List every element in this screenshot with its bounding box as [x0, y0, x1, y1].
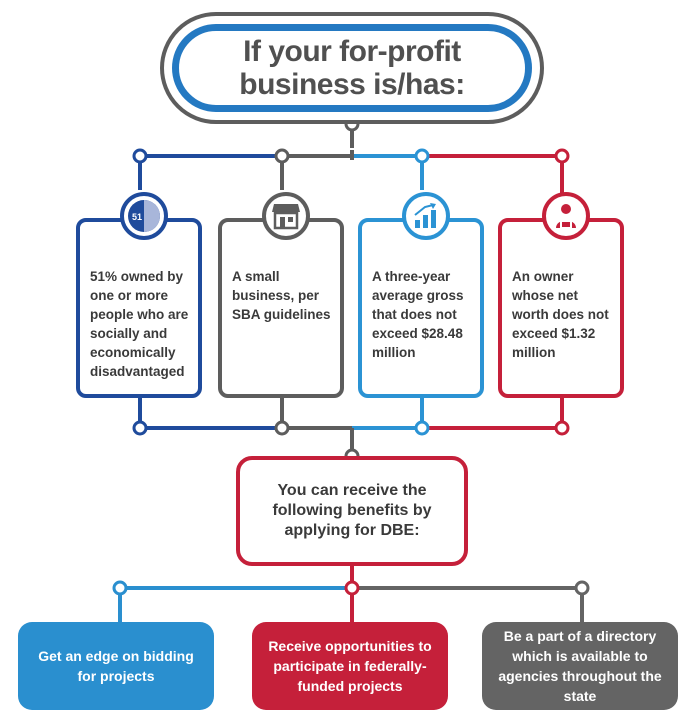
benefit-text: Get an edge on bidding for projects: [38, 648, 194, 684]
title-text: If your for-profit business is/has:: [239, 35, 465, 101]
connector-node: [112, 580, 128, 596]
criterion-card-ownership: 51 51% owned by one or more people who a…: [76, 192, 202, 398]
connector-node: [414, 148, 430, 164]
person-icon: [542, 192, 590, 240]
connector-node: [554, 148, 570, 164]
connector-node: [274, 420, 290, 436]
growth-chart-icon: [402, 192, 450, 240]
criterion-text: A small business, per SBA guidelines: [232, 269, 331, 322]
benefit-box-federal-projects: Receive opportunities to participate in …: [252, 622, 448, 710]
benefit-text: Receive opportunities to participate in …: [268, 638, 432, 694]
connector-node: [574, 580, 590, 596]
benefit-box-directory: Be a part of a directory which is availa…: [482, 622, 678, 710]
criterion-text: An owner whose net worth does not exceed…: [512, 269, 609, 360]
connector-node: [554, 420, 570, 436]
benefits-intro-box: You can receive the following benefits b…: [236, 456, 468, 566]
connector-node: [132, 420, 148, 436]
benefit-text: Be a part of a directory which is availa…: [498, 628, 662, 704]
criterion-text: 51% owned by one or more people who are …: [90, 269, 189, 379]
criterion-card-small-business: A small business, per SBA guidelines: [218, 192, 344, 398]
benefits-intro-text: You can receive the following benefits b…: [272, 482, 432, 539]
criterion-card-net-worth: An owner whose net worth does not exceed…: [498, 192, 624, 398]
pie-chart-label: 51: [132, 212, 142, 222]
criterion-text: A three-year average gross that does not…: [372, 269, 464, 360]
storefront-icon: [262, 192, 310, 240]
pie-chart-icon: 51: [120, 192, 168, 240]
title-inner-border: If your for-profit business is/has:: [172, 24, 532, 112]
title-box: If your for-profit business is/has:: [160, 12, 544, 124]
connector-node: [344, 580, 360, 596]
connector-node: [414, 420, 430, 436]
connector-node: [132, 148, 148, 164]
benefit-box-bidding: Get an edge on bidding for projects: [18, 622, 214, 710]
criterion-card-gross: A three-year average gross that does not…: [358, 192, 484, 398]
connector-node: [274, 148, 290, 164]
